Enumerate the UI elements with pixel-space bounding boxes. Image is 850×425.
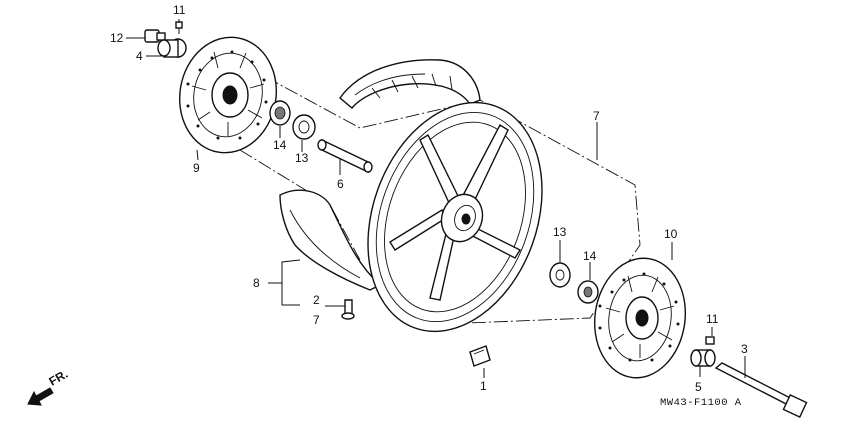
callout-2: 2: [313, 293, 320, 307]
callout-7-upper: 7: [593, 109, 600, 123]
callout-labels: 11 12 4 9 14 13 6 7 8 2 7 1 13 14 10 11 …: [110, 3, 748, 394]
callout-1: 1: [480, 379, 487, 393]
side-collar-right: [690, 349, 716, 367]
callout-4: 4: [136, 49, 143, 63]
distance-collar: [317, 138, 373, 174]
tire-valve: [341, 299, 355, 320]
callout-9: 9: [193, 161, 200, 175]
wheel-rim: [367, 101, 543, 333]
callout-13-right: 13: [553, 225, 567, 239]
callout-8: 8: [253, 276, 260, 290]
callout-12: 12: [110, 31, 124, 45]
bearing-left: [269, 100, 291, 126]
left-brake-disc: [178, 36, 278, 154]
callout-6: 6: [337, 177, 344, 191]
dust-seal-left: [292, 114, 316, 140]
callout-11-lower: 11: [706, 312, 719, 326]
bearing-right: [577, 280, 599, 304]
dust-seal-right: [549, 262, 571, 288]
disc-bolt-lower: [705, 336, 715, 345]
callout-11-upper: 11: [173, 3, 186, 17]
side-collar-left: [157, 38, 187, 58]
balance-weight: [469, 345, 491, 367]
tire-lower-half: [279, 189, 382, 291]
flange-nut: [144, 29, 166, 43]
callout-3: 3: [741, 342, 748, 356]
callout-10: 10: [664, 227, 678, 241]
right-brake-disc: [593, 257, 687, 379]
front-direction-indicator: FR.: [27, 367, 71, 406]
diagram-code: MW43-F1100 A: [660, 397, 742, 409]
front-arrow-icon: [27, 387, 54, 406]
callout-13-left: 13: [295, 151, 309, 165]
disc-bolt-upper: [175, 21, 183, 34]
callout-5: 5: [695, 380, 702, 394]
callout-7-lower: 7: [313, 313, 320, 327]
front-direction-label: FR.: [47, 367, 71, 389]
front-axle: [714, 362, 808, 418]
callout-14-right: 14: [583, 249, 597, 263]
tire-upper-half: [339, 59, 481, 109]
leader-lines: [126, 19, 746, 378]
callout-14-left: 14: [273, 138, 287, 152]
